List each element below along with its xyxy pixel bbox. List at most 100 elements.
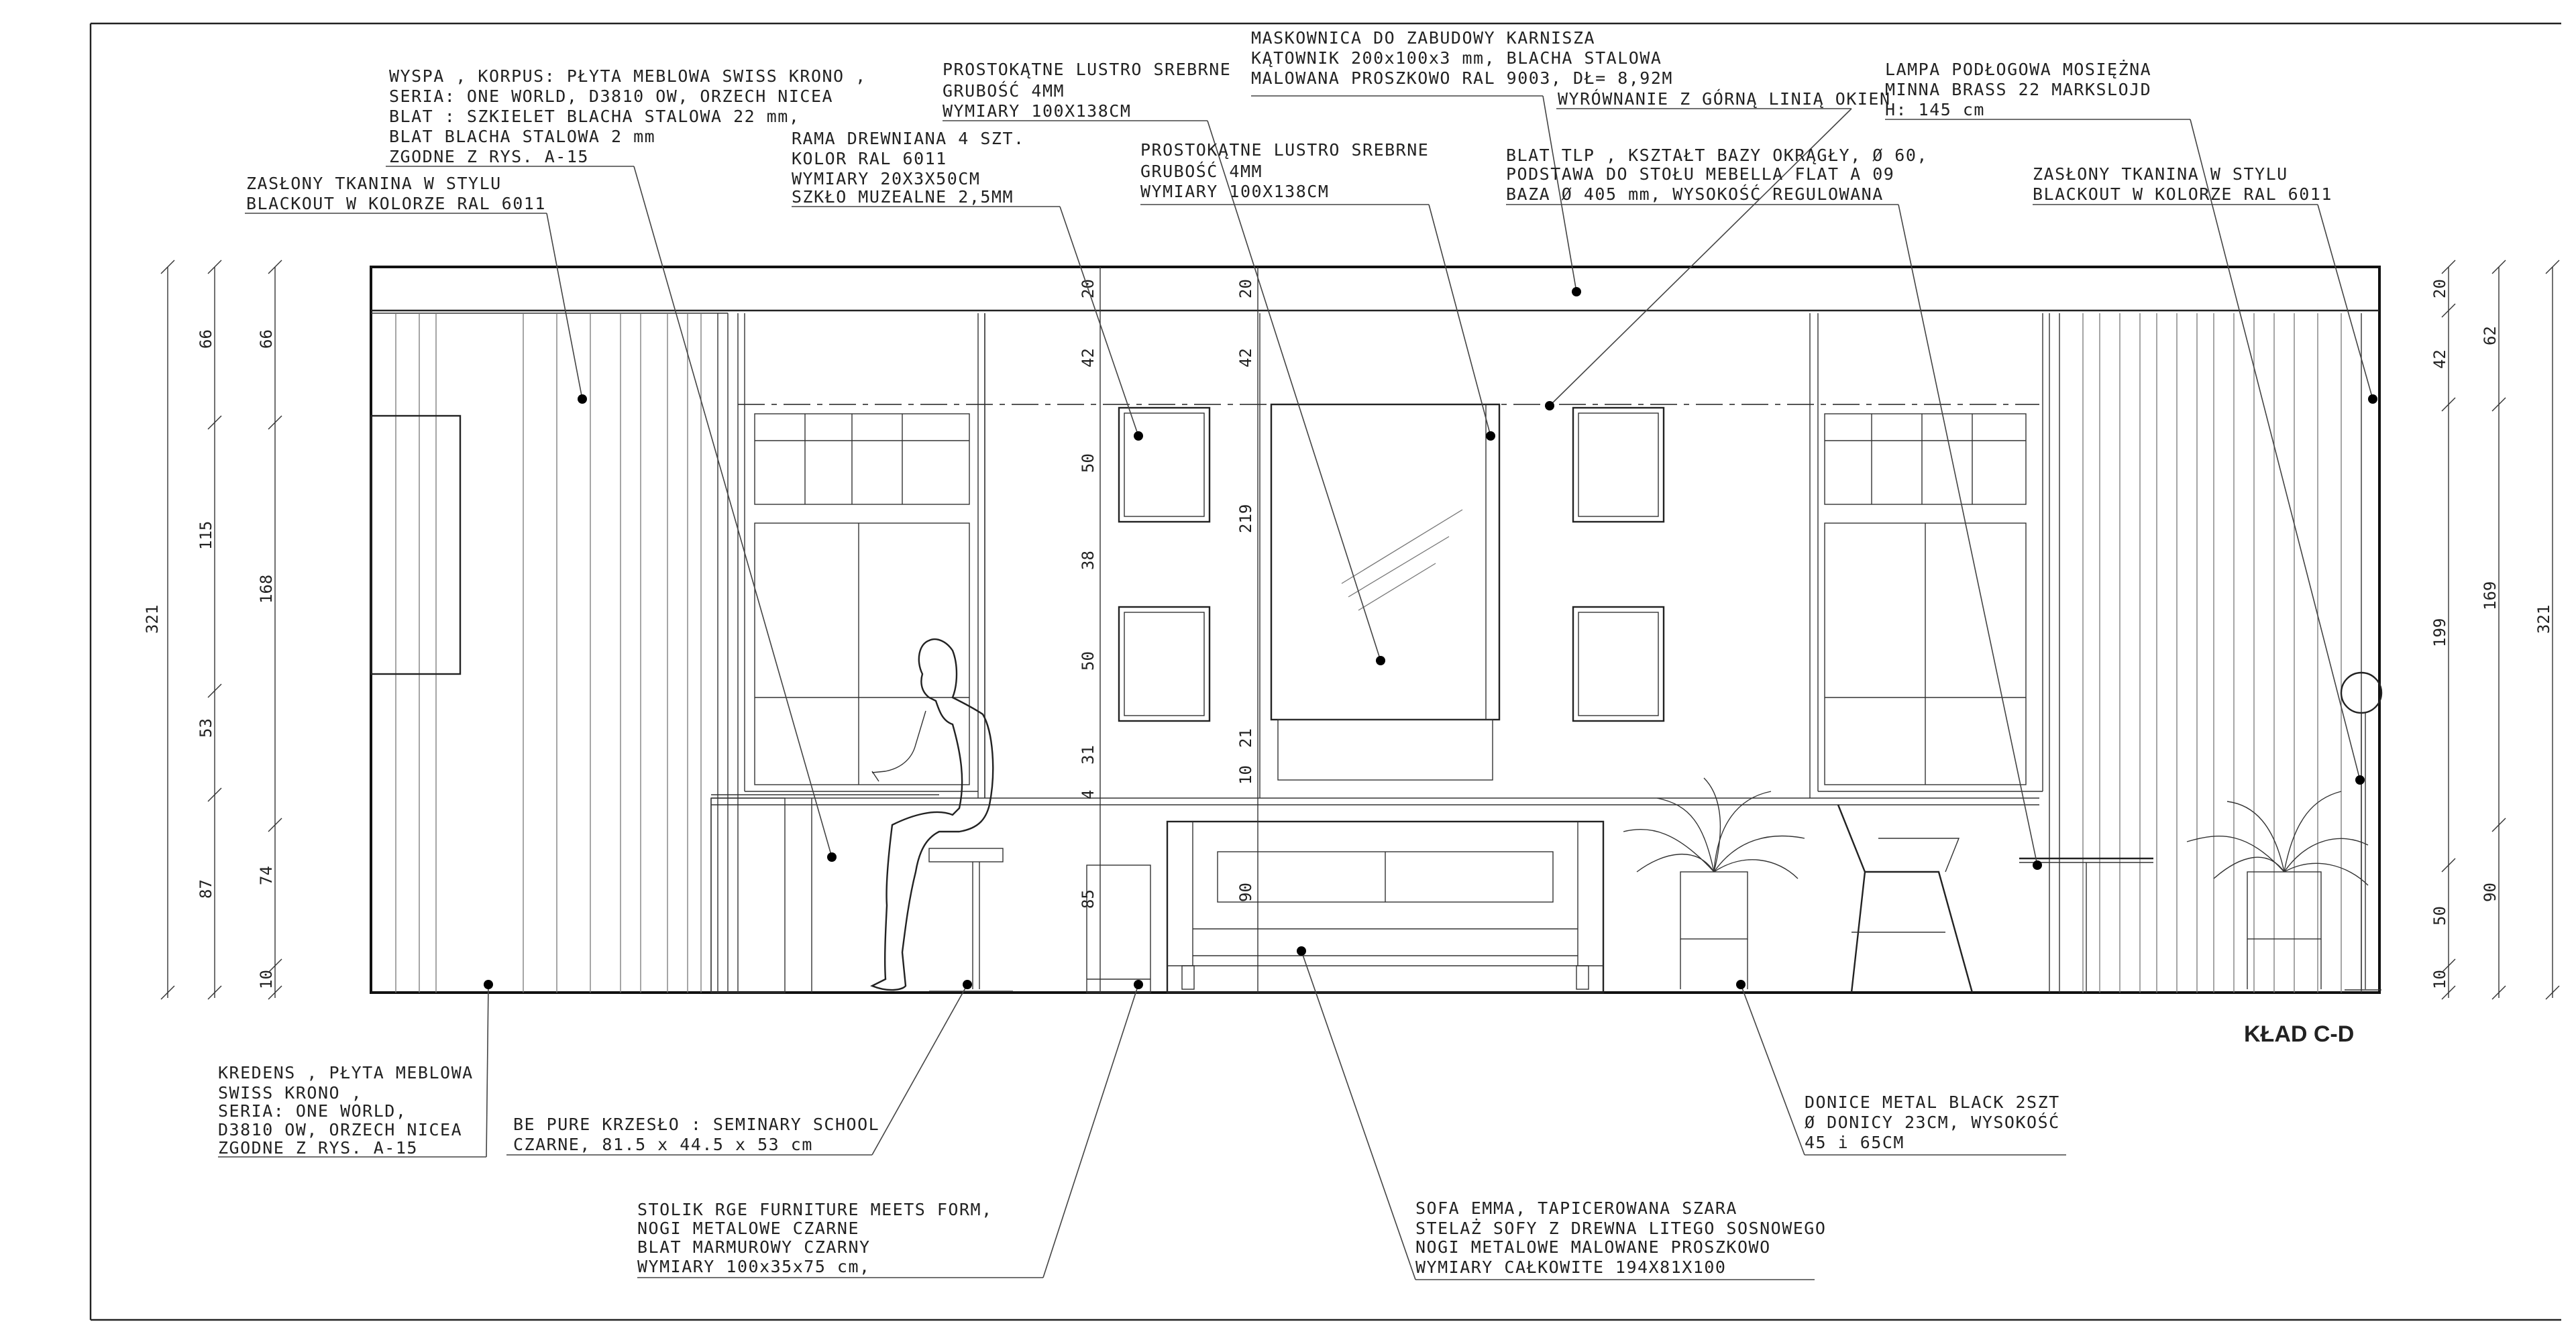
note-sofa-line-0: SOFA EMMA, TAPICEROWANA SZARA <box>1415 1198 1737 1218</box>
note-lustro-2-line-2: WYMIARY 100X138CM <box>1140 182 1329 201</box>
dim-center-a-3: 38 <box>1079 551 1097 570</box>
dim-center-b-2: 219 <box>1236 504 1255 533</box>
note-donice-line-2: 45 i 65CM <box>1805 1133 1904 1152</box>
note-wyspa-line-3: BLAT BLACHA STALOWA 2 mm <box>389 127 655 146</box>
dim-right-b-1: 169 <box>2481 581 2500 610</box>
note-blat-line-2: BAZA Ø 405 mm, WYSOKOŚĆ REGULOWANA <box>1506 184 1884 204</box>
note-wyspa-line-4: ZGODNE Z RYS. A-15 <box>389 147 589 166</box>
note-donice-line-0: DONICE METAL BLACK 2SZT <box>1805 1093 2060 1112</box>
dim-center-b-1: 42 <box>1236 348 1255 368</box>
dim-left-b-3: 10 <box>257 970 276 989</box>
dim-right-a-2: 199 <box>2430 618 2449 647</box>
note-lustro-2-line-0: PROSTOKĄTNE LUSTRO SREBRNE <box>1140 140 1429 160</box>
sheet-frame <box>89 22 2561 1321</box>
note-lustro-1-line-1: GRUBOŚĆ 4MM <box>943 80 1065 101</box>
note-lustro-1: PROSTOKĄTNE LUSTRO SREBRNE GRUBOŚĆ 4MM W… <box>943 60 1231 121</box>
side-table <box>2019 857 2153 993</box>
note-zaslony-right-line-0: ZASŁONY TKANINA W STYLU <box>2033 164 2288 184</box>
picture-frames <box>984 313 1665 798</box>
note-lustro-2-line-1: GRUBOŚĆ 4MM <box>1140 161 1263 181</box>
dim-left-outer: 321 <box>143 605 162 634</box>
dim-right-b-2: 90 <box>2481 883 2500 902</box>
note-zaslony-right: ZASŁONY TKANINA W STYLU BLACKOUT W KOLOR… <box>2033 164 2332 204</box>
dimensions-right: 20 42 199 50 10 62 169 90 321 <box>2430 260 2560 1000</box>
dim-center-a-7: 85 <box>1079 889 1097 909</box>
note-lustro-2: PROSTOKĄTNE LUSTRO SREBRNE GRUBOŚĆ 4MM W… <box>1140 140 1429 201</box>
note-kredens-line-4: ZGODNE Z RYS. A-15 <box>218 1138 418 1158</box>
dim-center-a-6: 4 <box>1079 790 1097 799</box>
note-rama-line-0: RAMA DREWNIANA 4 SZT. <box>792 129 1025 148</box>
planter-left <box>1623 777 1805 989</box>
note-sofa-line-1: STELAŻ SOFY Z DREWNA LITEGO SOSNOWEGO <box>1415 1219 1826 1238</box>
note-stolik: STOLIK RGE FURNITURE MEETS FORM, NOGI ME… <box>637 1200 993 1276</box>
note-maskownica-line-2: MALOWANA PROSZKOWO RAL 9003, DŁ= 8,92M <box>1251 68 1673 88</box>
note-stolik-line-0: STOLIK RGE FURNITURE MEETS FORM, <box>637 1200 993 1219</box>
dim-right-a-0: 20 <box>2430 279 2449 298</box>
dim-left-b-0: 66 <box>257 329 276 349</box>
note-krzeslo-line-0: BE PURE KRZESŁO : SEMINARY SCHOOL <box>513 1115 879 1134</box>
note-sofa-line-2: NOGI METALOWE MALOWANE PROSZKOWO <box>1415 1237 1771 1257</box>
dim-left-a-3: 87 <box>197 879 215 899</box>
dim-right-a-4: 10 <box>2430 970 2449 989</box>
dim-left-b-1: 168 <box>257 575 276 604</box>
dim-left-b-2: 74 <box>257 866 276 885</box>
planter-right <box>2186 791 2369 989</box>
curtain-right <box>2049 313 2362 993</box>
note-krzeslo-line-1: CZARNE, 81.5 x 44.5 x 53 cm <box>513 1135 813 1154</box>
note-lampa-line-0: LAMPA PODŁOGOWA MOSIĘŻNA <box>1885 60 2151 79</box>
dimensions-center: 20 42 50 38 50 31 4 85 20 42 219 10 21 9… <box>1079 267 1258 993</box>
note-sofa: SOFA EMMA, TAPICEROWANA SZARA STELAŻ SOF… <box>1415 1198 1826 1277</box>
dim-center-b-4: 21 <box>1236 728 1255 748</box>
note-zaslony-left: ZASŁONY TKANINA W STYLU BLACKOUT W KOLOR… <box>246 174 546 213</box>
lounge-chair <box>1837 804 1974 993</box>
mirror <box>1259 313 1501 798</box>
dim-center-a-4: 50 <box>1079 651 1097 671</box>
note-stolik-line-1: NOGI METALOWE CZARNE <box>637 1219 859 1238</box>
note-zaslony-right-line-1: BLACKOUT W KOLORZE RAL 6011 <box>2033 184 2332 204</box>
note-zaslony-left-line-0: ZASŁONY TKANINA W STYLU <box>246 174 502 193</box>
note-blat-line-0: BLAT TLP , KSZTAŁT BAZY OKRĄGŁY, Ø 60, <box>1506 146 1928 165</box>
note-donice-line-1: Ø DONICY 23CM, WYSOKOŚĆ <box>1805 1112 2060 1132</box>
note-wyrownanie: WYRÓWNANIE Z GÓRNĄ LINIĄ OKIEN <box>1558 89 1891 109</box>
note-rama-line-3: SZKŁO MUZEALNE 2,5MM <box>792 187 1014 207</box>
note-krzeslo: BE PURE KRZESŁO : SEMINARY SCHOOL CZARNE… <box>513 1115 879 1154</box>
person-figure <box>870 638 1013 992</box>
note-kredens-line-0: KREDENS , PŁYTA MEBLOWA <box>218 1063 474 1082</box>
console-table <box>1086 864 1151 993</box>
note-blat: BLAT TLP , KSZTAŁT BAZY OKRĄGŁY, Ø 60, P… <box>1506 146 1928 204</box>
island-counter <box>710 794 939 993</box>
dim-center-a-1: 42 <box>1079 348 1097 368</box>
note-wyspa: WYSPA , KORPUS: PŁYTA MEBLOWA SWISS KRON… <box>389 66 867 166</box>
dim-left-a-0: 66 <box>197 329 215 349</box>
note-zaslony-left-line-1: BLACKOUT W KOLORZE RAL 6011 <box>246 194 546 213</box>
floor-lamp <box>2340 671 2383 991</box>
window-left <box>737 313 985 993</box>
dim-center-a-5: 31 <box>1079 745 1097 765</box>
note-wyrownanie-line-0: WYRÓWNANIE Z GÓRNĄ LINIĄ OKIEN <box>1558 89 1891 109</box>
dim-left-a-2: 53 <box>197 718 215 738</box>
note-sofa-line-3: WYMIARY CAŁKOWITE 194X81X100 <box>1415 1257 1726 1277</box>
note-rama: RAMA DREWNIANA 4 SZT. KOLOR RAL 6011 WYM… <box>792 129 1025 207</box>
elevation-outline <box>370 266 2381 994</box>
dim-center-a-2: 50 <box>1079 453 1097 473</box>
note-rama-line-2: WYMIARY 20X3X50CM <box>792 169 980 188</box>
note-blat-line-1: PODSTAWA DO STOŁU MEBELLA FLAT A 09 <box>1506 164 1894 184</box>
dim-right-outer: 321 <box>2534 605 2553 634</box>
note-maskownica: MASKOWNICA DO ZABUDOWY KARNISZA KĄTOWNIK… <box>1251 28 1673 88</box>
note-maskownica-line-0: MASKOWNICA DO ZABUDOWY KARNISZA <box>1251 28 1595 48</box>
dim-center-b-0: 20 <box>1236 279 1255 298</box>
note-maskownica-line-1: KĄTOWNIK 200x100x3 mm, BLACHA STALOWA <box>1251 48 1662 68</box>
curtain-left <box>370 313 729 993</box>
window-right <box>1809 313 2043 798</box>
note-wyspa-line-2: BLAT : SZKIELET BLACHA STALOWA 22 mm, <box>389 107 800 126</box>
note-lustro-1-line-2: WYMIARY 100X138CM <box>943 101 1131 121</box>
note-wyspa-line-0: WYSPA , KORPUS: PŁYTA MEBLOWA SWISS KRON… <box>389 66 867 86</box>
note-lampa: LAMPA PODŁOGOWA MOSIĘŻNA MINNA BRASS 22 … <box>1885 60 2151 119</box>
note-donice: DONICE METAL BLACK 2SZT Ø DONICY 23CM, W… <box>1805 1093 2060 1152</box>
note-lampa-line-2: H: 145 cm <box>1885 100 1985 119</box>
drawing-title: KŁAD C-D <box>2244 1021 2354 1047</box>
dim-left-a-1: 115 <box>197 521 215 550</box>
note-lustro-1-line-0: PROSTOKĄTNE LUSTRO SREBRNE <box>943 60 1231 79</box>
dim-right-a-3: 50 <box>2430 906 2449 926</box>
